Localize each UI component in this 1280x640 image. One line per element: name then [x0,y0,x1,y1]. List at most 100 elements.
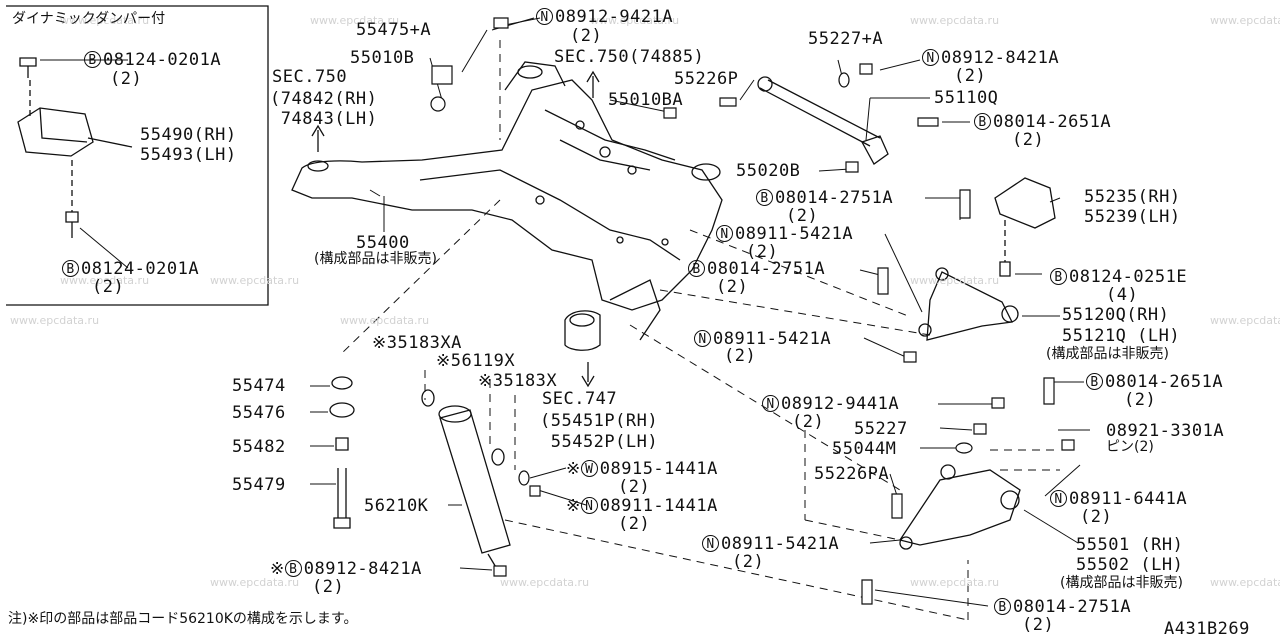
callout-qty: (2) [1124,390,1157,410]
watermark: www.epcdata.ru [1210,576,1280,589]
part-55476: 55476 [232,403,286,423]
part-55235: 55235(RH) [1084,187,1181,207]
callout-qty: (2) [746,242,779,262]
inset-frame [6,5,269,306]
watermark: www.epcdata.ru [910,576,1000,589]
sec750-left-rh: (74842(RH) [270,89,378,109]
part-55010B: 55010B [350,48,415,68]
part-55239: 55239(LH) [1084,207,1181,227]
sec747-lh: 55452P(LH) [540,432,659,452]
callout-qty: (2) [570,26,603,46]
upper-link [759,79,881,147]
callout-qty: (2) [786,206,819,226]
watermark: www.epcdata.ru [590,14,680,27]
part-55479: 55479 [232,475,286,495]
callout-qty: (2) [1022,615,1055,635]
callout-08921-3301A: 08921-3301A [1106,421,1225,441]
callout-qty: (2) [618,477,651,497]
part-55226P: 55226P [674,69,739,89]
diagram-code: A431B269 [1164,619,1250,639]
callout-qty: (2) [312,577,345,597]
watermark: www.epcdata.ru [210,576,300,589]
inset-title: ダイナミックダンパー付 [12,11,166,27]
footnote: 注)※印の部品は部品コード56210Kの構成を示します。 [8,611,358,627]
part-55227: 55227 [854,419,908,439]
part-55502: 55502 (LH) [1076,555,1184,575]
watermark: www.epcdata.ru [500,576,590,589]
part-55121Q: 55121Q (LH) [1062,326,1181,346]
callout-qty: (2) [92,277,125,297]
bushing-rear [564,310,601,351]
part-55490: 55490(RH) [140,125,237,145]
part-55400-note: (構成部品は非販売) [314,251,437,267]
part-35183XA: ※35183XA [372,333,462,353]
watermark: www.epcdata.ru [10,314,100,327]
sec750-left-lh: 74843(LH) [270,109,378,129]
part-55110Q: 55110Q [934,88,999,108]
arrow-sec750-left [311,124,325,152]
part-55474: 55474 [232,376,286,396]
watermark: www.epcdata.ru [1210,314,1280,327]
crossmember-body [291,79,723,311]
part-55226PA: 55226PA [814,464,890,484]
part-55501-note: (構成部品は非販売) [1060,575,1183,591]
shock-absorber [439,409,511,554]
callout-qty: (2) [1080,507,1113,527]
lower-arm-rear [898,469,1021,546]
part-55044M: 55044M [832,439,897,459]
sec750-top-label: SEC.750(74885) [554,47,705,67]
callout-qty: (2) [1012,130,1045,150]
watermark: www.epcdata.ru [910,274,1000,287]
part-55020B: 55020B [736,161,801,181]
sec750-left-label: SEC.750 [272,67,348,87]
callout-qty: (2) [716,277,749,297]
watermark: www.epcdata.ru [340,314,430,327]
watermark: www.epcdata.ru [210,274,300,287]
bracket-55235 [994,177,1056,229]
part-55227A: 55227+A [808,29,884,49]
callout-qty: (2) [954,66,987,86]
watermark: www.epcdata.ru [1210,14,1280,27]
callout-qty: (2) [732,552,765,572]
part-55400: 55400 [356,233,410,253]
damper-bracket [17,107,94,157]
arrow-sec747 [581,362,595,388]
nut-top [493,17,509,29]
part-55120-note: (構成部品は非販売) [1046,346,1169,362]
part-55475A: 55475+A [356,20,432,40]
callout-qty: (2) [724,346,757,366]
watermark: www.epcdata.ru [910,14,1000,27]
part-55010BA: 55010BA [608,90,684,110]
part-55501: 55501 (RH) [1076,535,1184,555]
arrow-sec750-top [586,70,600,98]
watermark: www.epcdata.ru [60,14,150,27]
watermark: www.epcdata.ru [60,274,150,287]
sec747-label: SEC.747 [542,389,618,409]
sec747-rh: (55451P(RH) [540,411,659,431]
part-56119X: ※56119X [436,351,516,371]
callout-qty: (4) [1106,285,1139,305]
callout-qty: (2) [618,514,651,534]
part-35183X: ※35183X [478,371,558,391]
part-56210K: 56210K [364,496,429,516]
part-55493: 55493(LH) [140,145,237,165]
part-55482: 55482 [232,437,286,457]
part-55120Q: 55120Q(RH) [1062,305,1170,325]
